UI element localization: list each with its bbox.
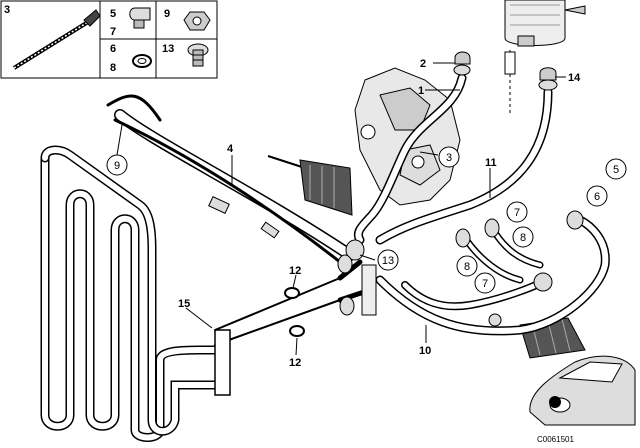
- circled-callout-5: 5: [605, 158, 627, 180]
- svg-text:8: 8: [520, 232, 526, 244]
- fluid-reservoir-drawing: [504, 0, 586, 115]
- inset-label-6: 6: [110, 43, 116, 55]
- leader-lines: [116, 62, 566, 356]
- o-ring-drawings: [284, 287, 305, 337]
- svg-text:9: 9: [114, 160, 120, 172]
- svg-text:7: 7: [514, 207, 520, 219]
- hose-clamp-drawings: [454, 51, 557, 81]
- parts-inset: 3 5 7 9 6 13 8: [0, 0, 218, 79]
- callout-11: 11: [485, 157, 497, 169]
- hex-nut-icon: [183, 11, 211, 31]
- circled-callout-7-upper: 7: [506, 201, 528, 223]
- cable-tie-icon: [12, 9, 101, 70]
- steering-boot-drawing: [267, 155, 353, 216]
- steering-gear-drawing: [354, 67, 461, 206]
- callout-2: 2: [420, 58, 426, 70]
- callout-4: 4: [227, 143, 234, 155]
- inset-label-8: 8: [110, 62, 116, 74]
- svg-text:8: 8: [464, 261, 470, 273]
- sealing-ring-icon: [132, 54, 152, 68]
- hose-lines: [106, 73, 610, 346]
- inset-label-3: 3: [4, 4, 10, 16]
- svg-text:6: 6: [594, 191, 600, 203]
- callout-12-bottom: 12: [289, 357, 301, 369]
- callout-labels: 2 1 14 4 11 12 15 12 10: [178, 58, 581, 369]
- diagram-code: C0061501: [537, 435, 574, 444]
- circled-callouts: 9 3 5 6 7 8 13 8: [106, 146, 627, 294]
- circled-callout-13: 13: [377, 249, 399, 271]
- inset-label-7: 7: [110, 26, 116, 38]
- callout-1: 1: [418, 85, 424, 97]
- circled-callout-3: 3: [438, 146, 460, 168]
- callout-15: 15: [178, 298, 190, 310]
- inset-label-5: 5: [110, 8, 116, 20]
- svg-text:13: 13: [382, 255, 394, 267]
- svg-text:5: 5: [613, 164, 619, 176]
- circled-callout-9: 9: [106, 154, 128, 176]
- callout-14: 14: [568, 72, 581, 84]
- circled-callout-8-upper: 8: [512, 226, 534, 248]
- vehicle-location-icon: [529, 355, 636, 426]
- inset-label-9: 9: [164, 8, 170, 20]
- svg-text:7: 7: [482, 278, 488, 290]
- oil-cooler-drawing: [40, 145, 231, 442]
- clip-icon: [129, 7, 151, 29]
- banjo-bolt-icon: [187, 43, 209, 67]
- svg-text:3: 3: [446, 152, 452, 164]
- circled-callout-7-lower: 7: [474, 272, 496, 294]
- circled-callout-8-lower: 8: [456, 255, 478, 277]
- hose-fittings: [208, 64, 584, 327]
- circled-callout-6: 6: [586, 185, 608, 207]
- callout-10: 10: [419, 345, 431, 357]
- inset-label-13: 13: [162, 43, 174, 55]
- callout-12-top: 12: [289, 265, 301, 277]
